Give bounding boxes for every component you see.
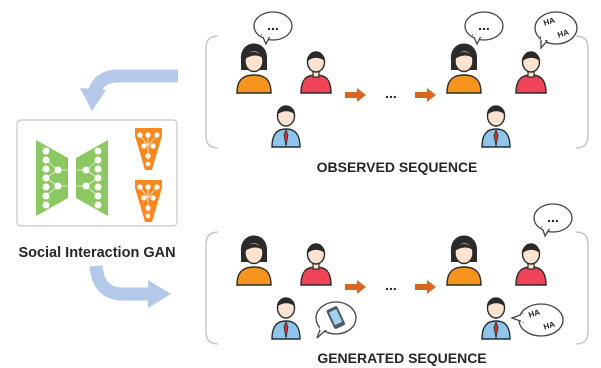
svg-text:HA: HA: [542, 319, 556, 331]
flow-arrow-top-head: [80, 88, 106, 111]
discriminator-network-icon-top: [135, 128, 162, 170]
time-arrow-generated-1: [345, 280, 366, 294]
svg-text:...: ...: [478, 17, 490, 33]
speech-bubble-ellipsis-observed-2: ...: [464, 11, 504, 46]
speech-bubble-laugh-observed: HA HA: [534, 11, 578, 50]
worker-avatar-generated-2: [481, 297, 511, 340]
timeline-ellipsis-observed: ...: [385, 85, 397, 101]
worker-avatar-generated-1: [271, 297, 301, 340]
woman-avatar-observed-2: [446, 42, 482, 94]
discriminator-network-icon-bottom: [135, 180, 162, 222]
flow-arrow-bottom: [89, 265, 148, 301]
time-arrow-generated-2: [415, 280, 436, 294]
man-avatar-observed-1: [300, 51, 332, 94]
svg-text:HA: HA: [527, 307, 541, 319]
generator-network-icon: [36, 140, 108, 216]
phone-icon: [326, 306, 346, 329]
man-avatar-generated-1: [300, 243, 332, 286]
speech-bubble-laugh-generated: HA HA: [510, 303, 564, 337]
flow-arrow-top: [87, 69, 178, 96]
time-arrow-observed-2: [415, 88, 436, 102]
observed-bracket-right: [575, 35, 589, 149]
speech-bubble-ellipsis-observed-1: ...: [253, 11, 293, 46]
woman-avatar-observed-1: [236, 42, 272, 94]
svg-text:...: ...: [547, 209, 559, 225]
time-arrow-observed-1: [345, 88, 366, 102]
observed-sequence-label: OBSERVED SEQUENCE: [317, 159, 478, 175]
svg-text:HA: HA: [556, 27, 570, 39]
man-avatar-generated-2: [515, 243, 547, 286]
worker-avatar-observed-2: [481, 105, 511, 148]
model-label: Social Interaction GAN: [18, 245, 175, 261]
man-avatar-observed-2: [515, 51, 547, 94]
generated-bracket-left: [205, 231, 219, 345]
woman-avatar-generated-1: [236, 234, 272, 286]
woman-avatar-generated-2: [446, 234, 482, 286]
observed-bracket-left: [205, 35, 219, 149]
speech-bubble-phone-generated: [315, 301, 357, 339]
timeline-ellipsis-generated: ...: [385, 277, 397, 293]
generated-sequence-label: GENERATED SEQUENCE: [317, 350, 486, 366]
svg-text:...: ...: [267, 17, 279, 33]
generated-bracket-right: [575, 231, 589, 345]
svg-text:HA: HA: [542, 15, 556, 27]
gan-model: [16, 119, 178, 227]
flow-arrow-bottom-head: [148, 280, 171, 308]
worker-avatar-observed-1: [271, 105, 301, 148]
speech-bubble-ellipsis-generated: ...: [533, 203, 573, 238]
